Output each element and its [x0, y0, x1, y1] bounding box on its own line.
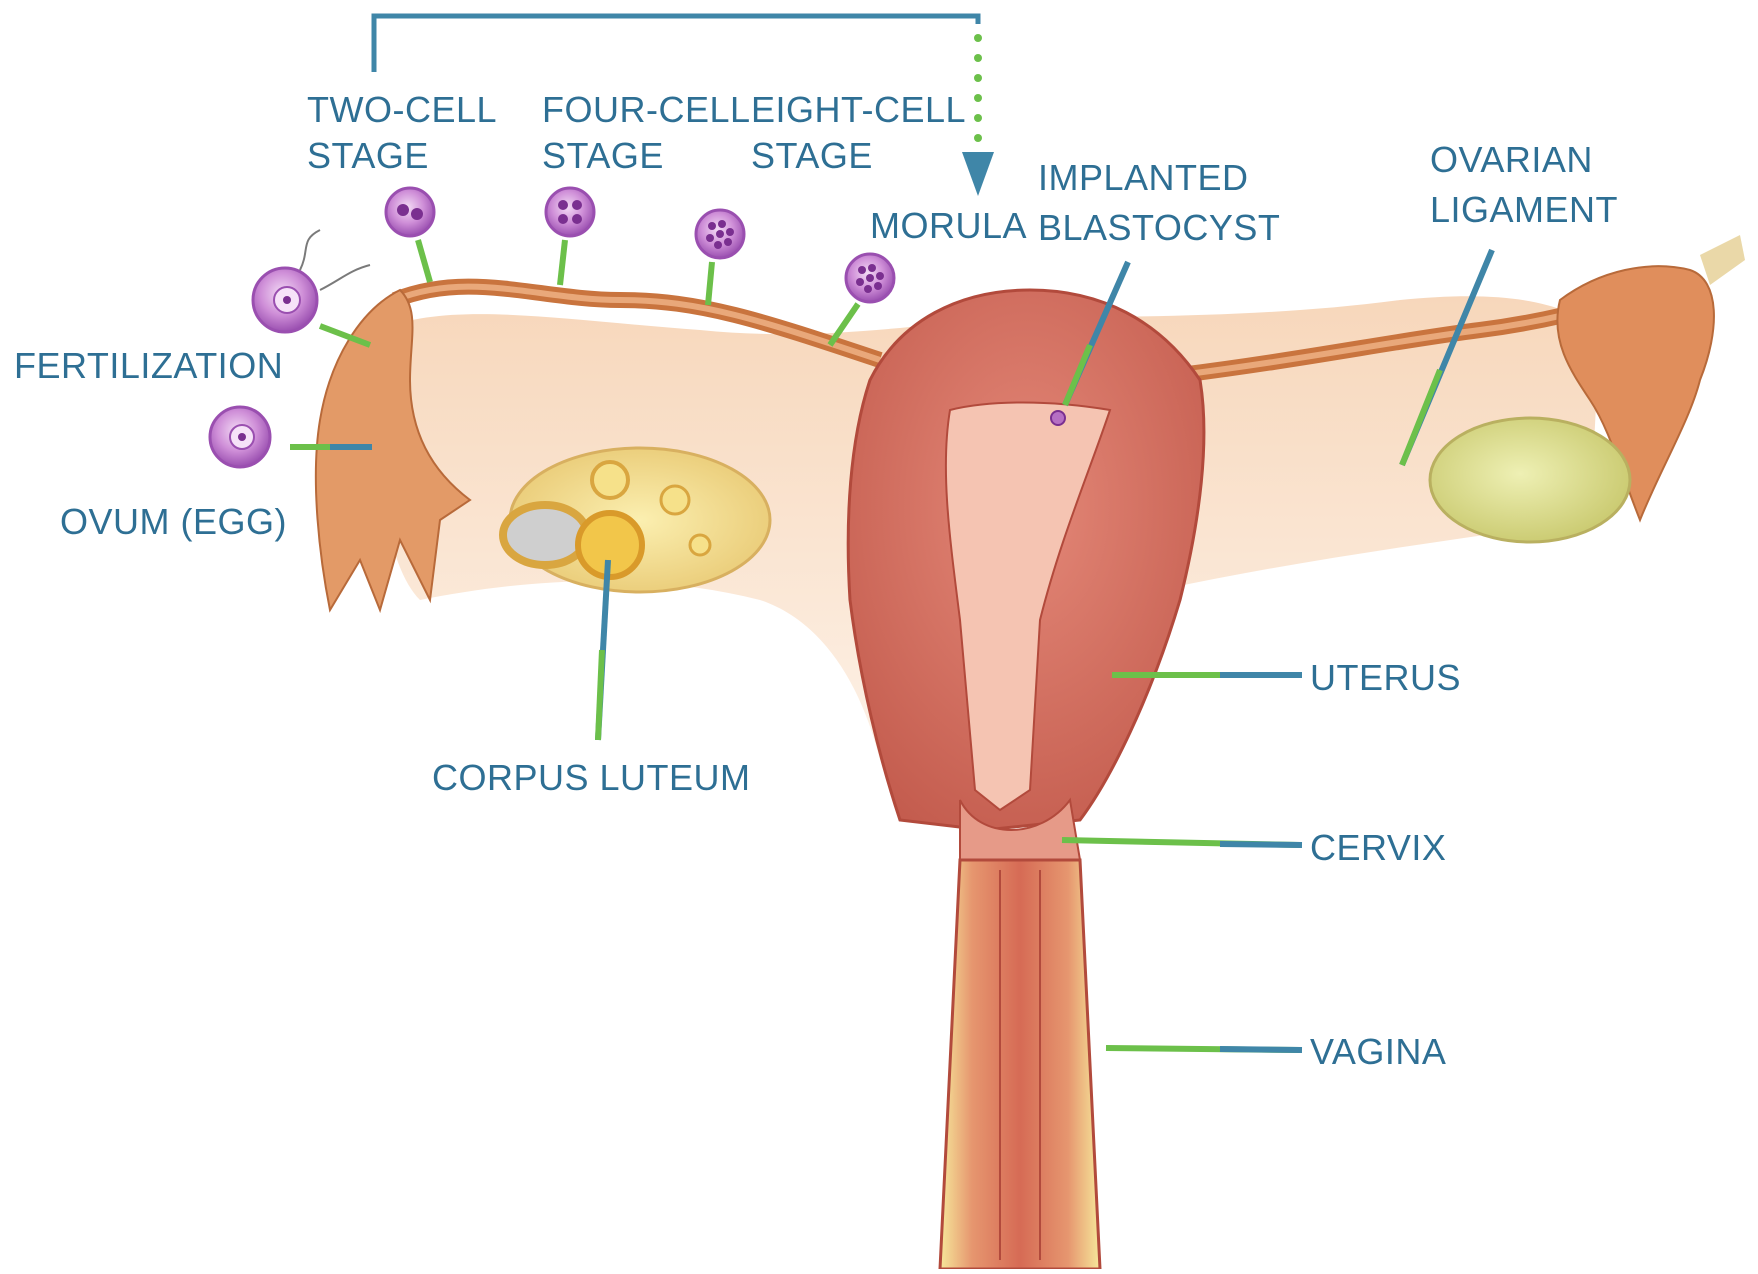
label-two-cell-line1: TWO-CELL	[307, 89, 497, 130]
label-morula: MORULA	[870, 205, 1027, 246]
morula-embryo	[846, 254, 894, 302]
label-two-cell-line2: STAGE	[307, 135, 429, 176]
leader-two-cell	[418, 240, 430, 282]
follicle-small-2	[661, 486, 689, 514]
leader-cervix-blue	[1220, 844, 1302, 845]
leader-vagina-blue	[1220, 1049, 1302, 1050]
label-uterus: UTERUS	[1310, 657, 1461, 698]
implanted-blastocyst-dot	[1051, 411, 1065, 425]
follicle-small-3	[690, 535, 710, 555]
arrow-head	[962, 152, 994, 196]
label-four-cell-line2: STAGE	[542, 135, 664, 176]
label-ovum: OVUM (EGG)	[60, 501, 287, 542]
label-eight-cell-line2: STAGE	[751, 135, 873, 176]
label-four-cell-line1: FOUR-CELL	[542, 89, 751, 130]
label-corpus-luteum: CORPUS LUTEUM	[432, 757, 751, 798]
leader-eight-cell	[708, 262, 712, 305]
label-implanted-line1: IMPLANTED	[1038, 157, 1249, 198]
label-ovarian-line2: LIGAMENT	[1430, 189, 1618, 230]
label-eight-cell-line1: EIGHT-CELL	[751, 89, 966, 130]
four-cell-embryo	[546, 188, 594, 236]
eight-cell-embryo	[696, 210, 744, 258]
two-cell-embryo	[386, 188, 434, 236]
fertilization-cell	[253, 230, 370, 332]
follicle-ruptured	[503, 505, 587, 565]
leader-corpus-luteum-green	[598, 650, 602, 740]
anatomy	[316, 235, 1745, 1269]
ovum-cell	[210, 407, 270, 467]
label-implanted-line2: BLASTOCYST	[1038, 207, 1280, 248]
label-cervix: CERVIX	[1310, 827, 1446, 868]
leader-four-cell	[560, 240, 565, 285]
fimbriae-right-tip	[1700, 235, 1745, 285]
label-vagina: VAGINA	[1310, 1031, 1446, 1072]
ovary-right	[1430, 418, 1630, 542]
vagina-shape	[940, 860, 1100, 1269]
label-fertilization: FERTILIZATION	[14, 345, 283, 386]
follicle-small-1	[592, 462, 628, 498]
label-ovarian-line1: OVARIAN	[1430, 139, 1593, 180]
dotted-arrow	[974, 34, 982, 142]
